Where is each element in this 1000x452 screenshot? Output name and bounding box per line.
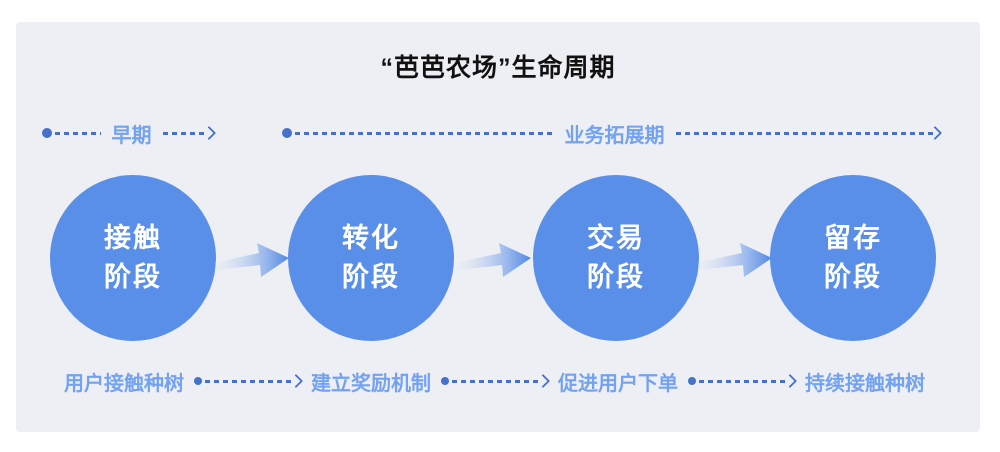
stage-name-line: 转化 [342, 222, 400, 253]
arrow-right-icon [782, 373, 798, 389]
connector-dot [194, 377, 202, 385]
phase-axis-early: 早期 [42, 120, 217, 147]
phase-axis-expansion: 业务拓展期 [282, 120, 943, 147]
flow-arrow-icon [457, 243, 531, 277]
action-connector [194, 373, 304, 389]
arrow-right-icon [535, 373, 551, 389]
arrow-right-icon [288, 373, 304, 389]
action-label-conversion: 建立奖励机制 [311, 372, 431, 395]
dashed-line [699, 379, 789, 383]
dashed-line [55, 131, 101, 135]
axis-start-dot [42, 128, 52, 138]
action-label-contact: 用户接触种树 [64, 372, 184, 395]
lifecycle-diagram-panel: “芭芭农场”生命周期 早期 业务拓展期 接触 阶段 转化 阶段 交易 阶段 留存… [16, 22, 980, 432]
action-connector [441, 373, 551, 389]
stage-circle-contact: 接触 阶段 [50, 175, 216, 341]
stage-name-line: 阶段 [104, 262, 162, 292]
flow-arrow-icon [215, 243, 289, 277]
dashed-line [205, 379, 295, 383]
stage-name-line: 阶段 [342, 262, 400, 292]
dashed-line [452, 379, 542, 383]
stage-name-line: 阶段 [587, 262, 645, 292]
dashed-line [295, 131, 554, 135]
action-connector [688, 373, 798, 389]
action-label-retention: 持续接触种树 [805, 372, 925, 395]
action-label-transaction: 促进用户下单 [558, 372, 678, 395]
stage-circle-transaction: 交易 阶段 [533, 175, 699, 341]
arrow-right-icon [201, 125, 217, 141]
connector-dot [441, 377, 449, 385]
stage-name-line: 交易 [587, 222, 645, 253]
arrow-right-icon [927, 125, 943, 141]
stage-name-line: 接触 [104, 222, 162, 253]
dashed-line [162, 131, 208, 135]
axis-start-dot [282, 128, 292, 138]
connector-dot [688, 377, 696, 385]
phase-axis-early-label: 早期 [111, 124, 152, 147]
stage-name-line: 留存 [824, 222, 882, 253]
stage-actions-row: 用户接触种树 建立奖励机制 促进用户下单 持续接触种树 [64, 366, 925, 396]
phase-axis-expansion-label: 业务拓展期 [564, 124, 665, 147]
flow-arrow-icon [698, 243, 772, 277]
stage-circle-retention: 留存 阶段 [770, 175, 936, 341]
diagram-title: “芭芭农场”生命周期 [380, 54, 616, 82]
stage-circle-conversion: 转化 阶段 [288, 175, 454, 341]
stage-name-line: 阶段 [824, 262, 882, 292]
dashed-line [675, 131, 934, 135]
